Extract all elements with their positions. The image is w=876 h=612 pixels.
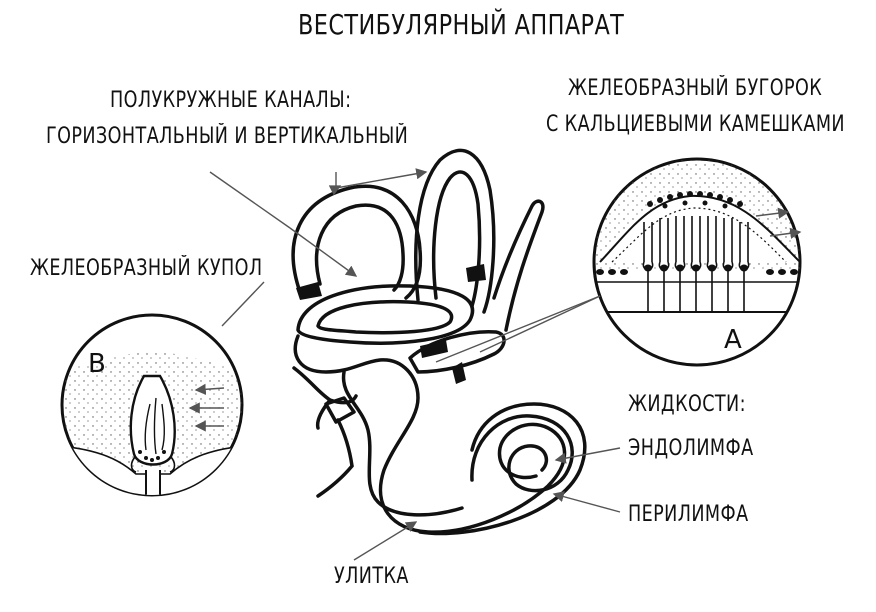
- leader-canals: [210, 172, 290, 228]
- labyrinth: [293, 150, 585, 533]
- leader-otolith: [480, 296, 600, 352]
- inset-a: A: [590, 159, 810, 365]
- inset-b-letter: B: [88, 349, 106, 379]
- leader-canals-2: [336, 172, 426, 188]
- ampulla-mark-2: [466, 264, 486, 282]
- semicircular-canal-horizontal-inner: [318, 302, 452, 333]
- ampulla-mark: [296, 282, 322, 300]
- inset-a-letter: A: [724, 325, 742, 355]
- semicircular-canal-posterior-inner: [317, 205, 404, 290]
- leader-perilymph: [554, 494, 620, 512]
- vestibule-inner: [344, 372, 462, 515]
- leader-cochlea: [354, 522, 416, 560]
- endolymphatic-duct: [494, 201, 543, 330]
- semicircular-canal-superior-inner: [434, 172, 480, 306]
- vestibule-outline: [295, 336, 564, 532]
- inset-b: B: [60, 315, 244, 500]
- leader-cupula: [222, 282, 264, 326]
